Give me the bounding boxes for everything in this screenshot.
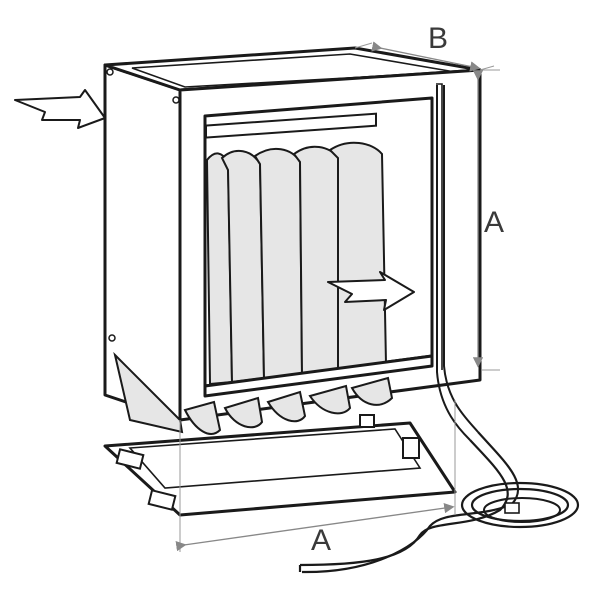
dimension-b-label: B [428, 22, 448, 55]
airflow-in-arrow-icon [14, 89, 106, 129]
bottom-access-panel [103, 414, 457, 517]
dimension-a-width-label: A [311, 524, 331, 557]
dimension-a-height: A [472, 69, 504, 371]
airflow-out-arrow-icon [327, 271, 415, 311]
gasket-strip [436, 83, 479, 441]
dimension-a-width: A [175, 400, 456, 557]
hinge-icon [115, 448, 177, 511]
filter-bottom-rail [203, 354, 434, 398]
dimension-a-height-label: A [484, 206, 504, 239]
dimension-b: B [354, 22, 495, 72]
bag-filter [113, 112, 394, 435]
housing-left-side [103, 63, 182, 422]
latch-icon [359, 414, 420, 459]
